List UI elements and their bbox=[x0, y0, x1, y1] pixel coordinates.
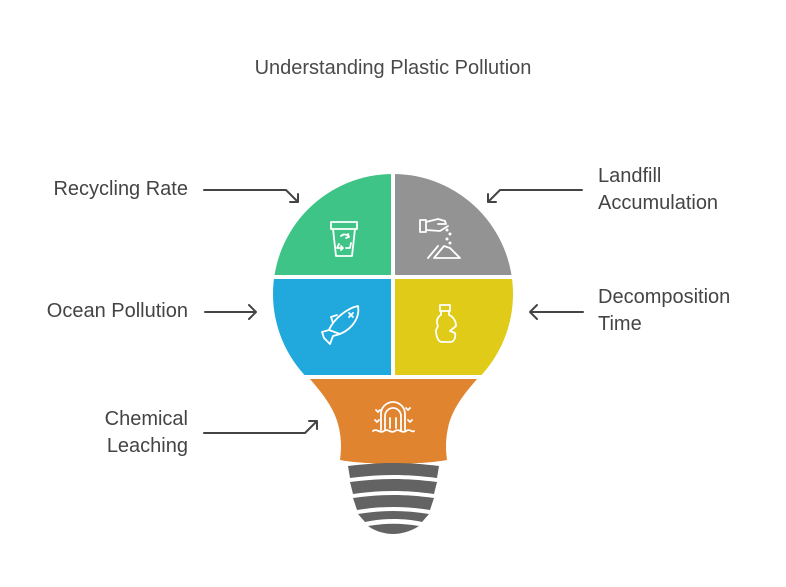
arrow-recycling-rate bbox=[203, 189, 299, 203]
arrow-landfill-accumulation bbox=[487, 189, 583, 203]
label-landfill-accumulation: Landfill Accumulation bbox=[598, 165, 719, 214]
drain-pipe-water-icon bbox=[372, 401, 415, 433]
crushed-bottle-icon bbox=[435, 304, 457, 343]
bulb-screw-base bbox=[348, 463, 439, 534]
arrows bbox=[203, 189, 584, 434]
label-ocean-pollution: Ocean Pollution bbox=[46, 300, 188, 322]
segment-decomposition-time bbox=[395, 279, 513, 375]
label-recycling-rate: Recycling Rate bbox=[53, 178, 188, 200]
label-decomposition-time: Decomposition Time bbox=[598, 286, 731, 335]
arrow-decomposition-time bbox=[529, 304, 584, 320]
arrow-chemical-leaching bbox=[203, 420, 318, 434]
hand-pouring-sand-icon bbox=[419, 218, 461, 259]
segment-chemical-leaching bbox=[310, 379, 477, 464]
segment-landfill-accumulation bbox=[395, 174, 513, 275]
recycle-bin-icon bbox=[330, 221, 358, 257]
dead-fish-icon bbox=[321, 305, 360, 345]
arrow-ocean-pollution bbox=[204, 304, 257, 320]
segment-ocean-pollution bbox=[273, 279, 391, 375]
diagram-title: Understanding Plastic Pollution bbox=[254, 57, 532, 79]
label-chemical-leaching: Chemical Leaching bbox=[104, 408, 188, 457]
